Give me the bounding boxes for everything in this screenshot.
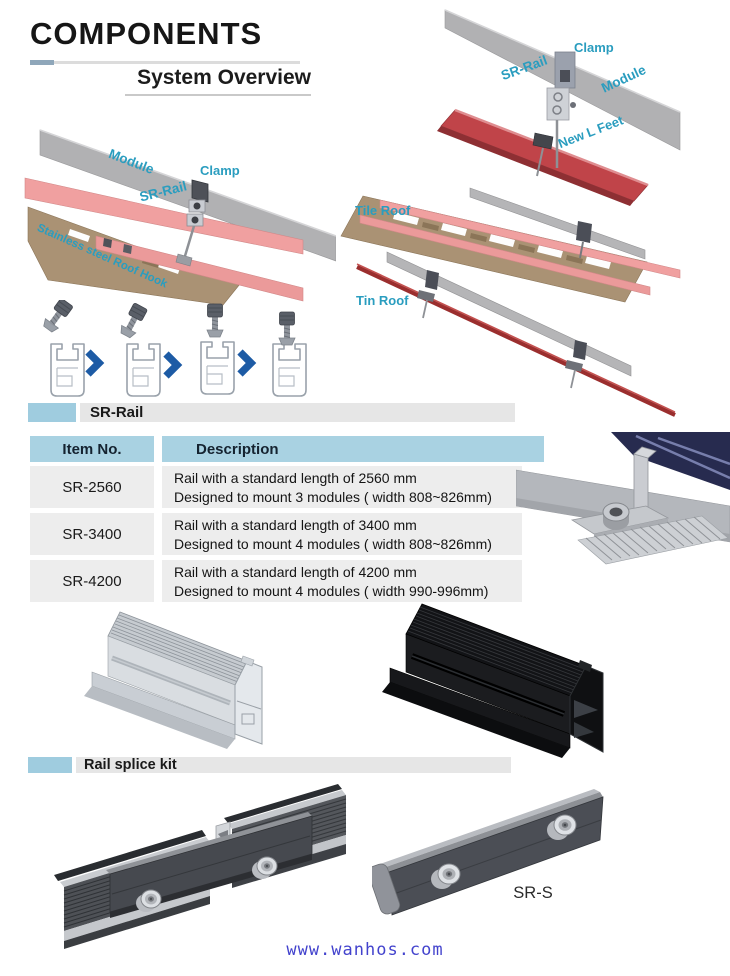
table-row-description: Rail with a standard length of 2560 mm D… bbox=[162, 466, 522, 508]
bolt-icon bbox=[278, 311, 296, 346]
bottom-lip bbox=[84, 686, 235, 749]
bolt-right bbox=[547, 814, 577, 840]
table-row-item-no: SR-4200 bbox=[30, 560, 154, 602]
title-divider bbox=[30, 60, 300, 65]
bottom-lip bbox=[382, 682, 570, 758]
page-title: COMPONENTS bbox=[30, 16, 263, 51]
chevron-right-icon bbox=[166, 354, 177, 376]
black-rail-image bbox=[382, 603, 604, 758]
section-tab-sr-rail bbox=[28, 403, 76, 422]
splice-bolt-right bbox=[252, 856, 278, 879]
bolt-icon bbox=[206, 303, 224, 338]
solar-panel-corner bbox=[611, 432, 730, 490]
table-header-item-no: Item No. bbox=[30, 436, 154, 462]
module-panel-edge bbox=[39, 129, 336, 237]
part-label-sr-s: SR-S bbox=[513, 884, 553, 902]
chevron-right-icon bbox=[88, 352, 99, 374]
pink-rail-lower bbox=[95, 235, 304, 302]
pink-rail-upper bbox=[24, 177, 304, 255]
bolt-assembly-steps bbox=[40, 300, 307, 397]
clamp-rail-lfeet-stack bbox=[532, 51, 576, 177]
label-clamp: Clamp bbox=[574, 40, 614, 55]
bar-top-face bbox=[386, 792, 603, 872]
table-row-description: Rail with a standard length of 4200 mm D… bbox=[162, 560, 522, 602]
step-3-rail-profile bbox=[200, 303, 235, 395]
splice-bar-sr-s-image bbox=[372, 789, 604, 916]
step-2-rail-profile bbox=[117, 301, 161, 397]
table-header-description: Description bbox=[162, 436, 544, 462]
label-tin-roof: Tin Roof bbox=[356, 293, 409, 308]
silver-rail-image bbox=[84, 611, 263, 749]
roof-types-diagram bbox=[340, 9, 681, 417]
tile-roof-group bbox=[340, 187, 681, 303]
side-groove-inner bbox=[111, 657, 231, 704]
bar-back-edge bbox=[380, 789, 600, 867]
mid-clamp-hardware bbox=[103, 238, 132, 254]
bolt-icon bbox=[40, 300, 75, 335]
page-subtitle: System Overview bbox=[125, 66, 311, 96]
rib-lines bbox=[110, 614, 247, 683]
section-label: Rail splice kit bbox=[84, 757, 177, 773]
section-header-splice: Rail splice kit bbox=[76, 757, 511, 773]
corrugated-deck bbox=[577, 515, 729, 565]
rib-lines bbox=[407, 606, 585, 694]
description-line-1: Rail with a standard length of 2560 mm bbox=[174, 470, 417, 486]
table-row-item-no: SR-3400 bbox=[30, 513, 154, 555]
flush-mount-diagram bbox=[24, 129, 336, 306]
bar-end-cap bbox=[372, 863, 401, 915]
description-line-2: Designed to mount 4 modules ( width 990-… bbox=[174, 583, 489, 599]
end-clamp-photo bbox=[516, 432, 730, 565]
red-panel-underside bbox=[437, 126, 634, 206]
step-1-rail-profile bbox=[40, 300, 85, 397]
step-4-rail-profile bbox=[272, 311, 307, 397]
chevron-right-icon bbox=[240, 352, 251, 374]
tin-roof-group bbox=[356, 251, 676, 417]
description-line-1: Rail with a standard length of 4200 mm bbox=[174, 564, 417, 580]
description-line-2: Designed to mount 3 modules ( width 808~… bbox=[174, 489, 492, 505]
label-clamp: Clamp bbox=[200, 163, 240, 178]
cross-section-wedge-1 bbox=[574, 700, 598, 718]
section-tab-splice bbox=[28, 757, 72, 773]
splice-bolt-left bbox=[136, 889, 162, 912]
title-divider-accent bbox=[30, 60, 54, 65]
clamp-nut bbox=[602, 502, 630, 530]
cross-section-details bbox=[236, 700, 262, 725]
top-lip bbox=[240, 655, 255, 667]
panel-glass-streaks bbox=[635, 434, 730, 480]
table-row-item-no: SR-2560 bbox=[30, 466, 154, 508]
bolt-icon bbox=[117, 301, 149, 340]
top-lip bbox=[578, 660, 592, 672]
cross-section-wedge-2 bbox=[574, 722, 594, 738]
website-url: www.wanhos.com bbox=[286, 940, 444, 960]
description-line-1: Rail with a standard length of 3400 mm bbox=[174, 517, 417, 533]
clamp-assembly bbox=[175, 179, 209, 267]
section-label: SR-Rail bbox=[90, 404, 144, 421]
table-row-description: Rail with a standard length of 3400 mm D… bbox=[162, 513, 522, 555]
section-header-sr-rail: SR-Rail bbox=[80, 403, 515, 422]
label-tile-roof: Tile Roof bbox=[355, 203, 411, 218]
bolt-left bbox=[431, 863, 461, 889]
side-groove-inner bbox=[411, 655, 565, 715]
splice-kit-installed-image bbox=[54, 784, 347, 949]
description-line-2: Designed to mount 4 modules ( width 808~… bbox=[174, 536, 492, 552]
